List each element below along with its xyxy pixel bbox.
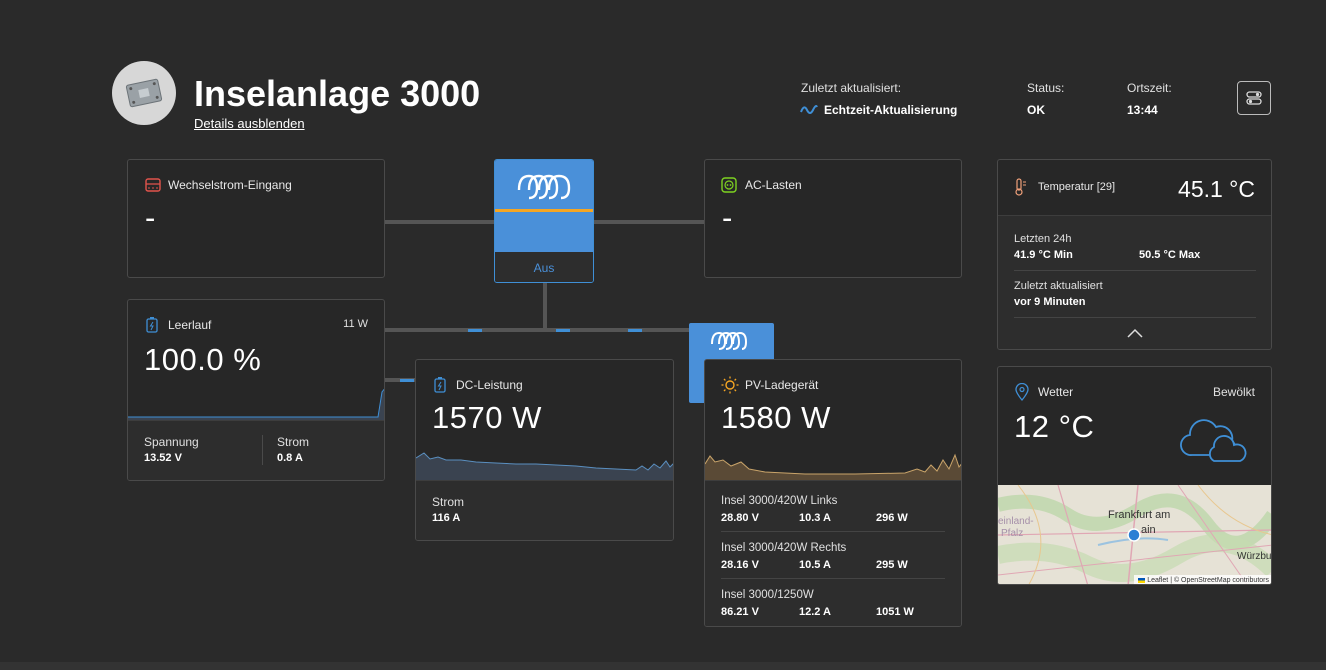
charger-row[interactable]: Insel 3000/1250W 86.21 V 12.2 A 1051 W bbox=[721, 589, 945, 625]
realtime-wave-icon bbox=[800, 105, 818, 114]
charger-voltage: 28.16 V bbox=[721, 559, 759, 571]
local-time-label: Ortszeit: bbox=[1127, 81, 1172, 95]
pv-sparkline bbox=[705, 453, 961, 480]
ukraine-flag-icon bbox=[1138, 577, 1146, 583]
dc-power-value: 1570 W bbox=[432, 400, 542, 435]
flow-dot bbox=[468, 329, 482, 332]
dc-power-sparkline bbox=[416, 452, 673, 480]
last24-label: Letzten 24h bbox=[1014, 233, 1072, 245]
temperature-value: 45.1 °C bbox=[1178, 176, 1255, 202]
charger-power: 296 W bbox=[876, 512, 908, 524]
battery-current: 0.8 A bbox=[277, 452, 303, 464]
charger-current: 10.3 A bbox=[799, 512, 832, 524]
local-time-value: 13:44 bbox=[1127, 103, 1158, 117]
pv-charger-card[interactable]: PV-Ladegerät 1580 W Insel 3000/420W Link… bbox=[704, 359, 962, 627]
weather-map[interactable]: Frankfurt am ain einland- Pfalz Würzbu L… bbox=[998, 485, 1272, 584]
battery-card[interactable]: Leerlauf 11 W 100.0 % Spannung 13.52 V S… bbox=[127, 299, 385, 481]
flow-dot bbox=[628, 329, 642, 332]
charger-name: Insel 3000/420W Rechts bbox=[721, 542, 847, 554]
location-pin-icon bbox=[1015, 383, 1029, 401]
toggle-view-button[interactable] bbox=[1237, 81, 1271, 115]
battery-power: 11 W bbox=[343, 318, 368, 330]
charger-row[interactable]: Insel 3000/420W Rechts 28.16 V 10.5 A 29… bbox=[721, 542, 945, 579]
temp-updated-label: Zuletzt aktualisiert bbox=[1014, 280, 1103, 292]
device-avatar bbox=[112, 61, 176, 125]
battery-title: Leerlauf bbox=[168, 318, 212, 332]
temperature-max: 50.5 °C Max bbox=[1139, 249, 1201, 261]
ac-loads-card[interactable]: AC-Lasten - bbox=[704, 159, 962, 278]
dc-current-label: Strom bbox=[432, 495, 465, 509]
map-label-city3: Würzbu bbox=[1237, 551, 1272, 562]
charger-power: 295 W bbox=[876, 559, 908, 571]
flow-dot bbox=[400, 379, 414, 382]
victron-logo-icon bbox=[711, 331, 748, 350]
toggles-icon bbox=[1246, 91, 1262, 105]
ac-input-title: Wechselstrom-Eingang bbox=[168, 178, 292, 192]
battery-current-label: Strom bbox=[277, 435, 310, 449]
charger-voltage: 28.80 V bbox=[721, 512, 759, 524]
dc-power-card[interactable]: DC-Leistung 1570 W Strom 116 A bbox=[415, 359, 674, 541]
weather-temp: 12 °C bbox=[1014, 409, 1095, 444]
page-footer-strip bbox=[0, 662, 1326, 670]
victron-logo-icon bbox=[517, 174, 571, 200]
status-value: OK bbox=[1027, 103, 1045, 117]
flow-dot bbox=[556, 329, 570, 332]
temperature-card[interactable]: Temperatur [29] 45.1 °C Letzten 24h 41.9… bbox=[997, 159, 1272, 350]
ac-loads-value: - bbox=[722, 200, 733, 235]
dc-current-value: 116 A bbox=[432, 512, 461, 524]
battery-sparkline bbox=[128, 388, 384, 420]
charger-current: 12.2 A bbox=[799, 606, 832, 618]
temp-updated-value: vor 9 Minuten bbox=[1014, 296, 1086, 308]
weather-card[interactable]: Wetter Bewölkt 12 °C Frankfurt am ain ei… bbox=[997, 366, 1272, 585]
map-label-city: Frankfurt am bbox=[1108, 509, 1171, 521]
connector-dc-bus bbox=[385, 328, 705, 332]
charger-voltage: 86.21 V bbox=[721, 606, 759, 618]
cloud-icon bbox=[1180, 419, 1247, 462]
charger-power: 1051 W bbox=[876, 606, 914, 618]
ac-input-value: - bbox=[145, 200, 156, 235]
outlet-icon bbox=[721, 177, 737, 193]
ac-input-card[interactable]: Wechselstrom-Eingang - bbox=[127, 159, 385, 278]
connector-acin-inverter bbox=[385, 220, 495, 224]
battery-icon bbox=[434, 377, 446, 393]
temperature-title: Temperatur [29] bbox=[1038, 181, 1116, 193]
map-label-region2: Pfalz bbox=[1001, 528, 1024, 539]
charger-name: Insel 3000/420W Links bbox=[721, 495, 838, 507]
charger-name: Insel 3000/1250W bbox=[721, 589, 814, 601]
status-label: Status: bbox=[1027, 81, 1065, 95]
map-label-city2: ain bbox=[1141, 524, 1156, 536]
battery-soc: 100.0 % bbox=[144, 342, 262, 377]
map-label-region: einland- bbox=[998, 516, 1034, 527]
inverter-block[interactable]: Aus bbox=[494, 159, 594, 283]
ac-loads-title: AC-Lasten bbox=[745, 178, 802, 192]
last-updated-value: Echtzeit-Aktualisierung bbox=[824, 103, 958, 117]
connector-inverter-bus bbox=[543, 283, 547, 329]
attribution-text[interactable]: Leaflet | © OpenStreetMap contributors bbox=[1147, 577, 1269, 584]
details-toggle-link[interactable]: Details ausblenden bbox=[194, 116, 305, 131]
pv-charger-value: 1580 W bbox=[721, 400, 831, 435]
weather-condition: Bewölkt bbox=[1212, 385, 1255, 399]
charger-current: 10.5 A bbox=[799, 559, 832, 571]
map-attribution: Leaflet | © OpenStreetMap contributors bbox=[1134, 575, 1271, 584]
battery-voltage-label: Spannung bbox=[144, 435, 199, 449]
connector-inverter-acloads bbox=[594, 220, 704, 224]
sun-icon bbox=[721, 376, 739, 394]
thermometer-icon bbox=[1015, 178, 1026, 196]
temperature-min: 41.9 °C Min bbox=[1014, 249, 1073, 261]
charger-row[interactable]: Insel 3000/420W Links 28.80 V 10.3 A 296… bbox=[721, 495, 945, 532]
pv-charger-title: PV-Ladegerät bbox=[745, 378, 819, 392]
battery-voltage: 13.52 V bbox=[144, 452, 182, 464]
battery-icon bbox=[146, 317, 158, 333]
page-title: Inselanlage 3000 bbox=[194, 73, 481, 114]
dc-power-title: DC-Leistung bbox=[456, 378, 523, 392]
device-image-icon bbox=[125, 78, 163, 108]
last-updated-label: Zuletzt aktualisiert: bbox=[801, 81, 902, 95]
ac-input-icon bbox=[145, 178, 161, 192]
chevron-up-icon[interactable] bbox=[1126, 327, 1144, 339]
map-tiles bbox=[998, 485, 1271, 584]
weather-title: Wetter bbox=[1038, 385, 1074, 399]
inverter-state: Aus bbox=[533, 261, 555, 275]
